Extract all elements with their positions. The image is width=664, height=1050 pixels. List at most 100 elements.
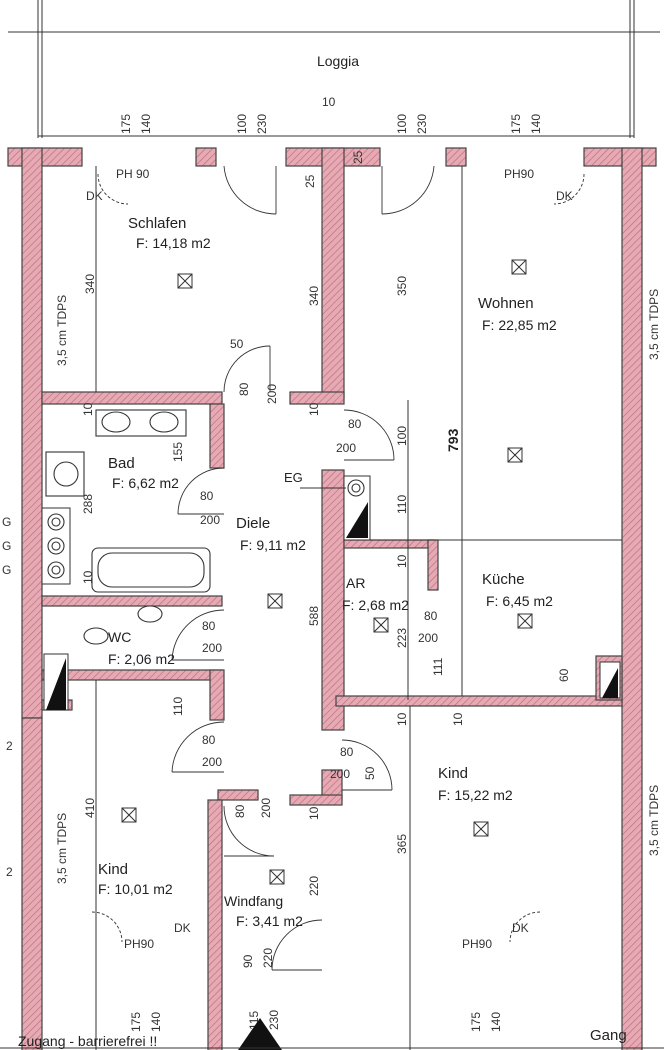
dk-label: DK xyxy=(556,189,573,203)
gas-label: G xyxy=(2,515,11,529)
dim-label: 80 xyxy=(348,417,362,431)
room-name-bad: Bad xyxy=(108,455,135,472)
dim-label: 200 xyxy=(330,767,350,781)
dim-label: 25 xyxy=(351,150,365,164)
dim-label: 175 xyxy=(509,114,523,134)
dim-label: 365 xyxy=(395,834,409,854)
dim-label: 288 xyxy=(81,494,95,514)
dim-label: 140 xyxy=(149,1012,163,1032)
dim-label: 200 xyxy=(202,641,222,655)
dim-label: 90 xyxy=(241,954,255,968)
room-area-wohnen: F: 22,85 m2 xyxy=(482,317,557,333)
walls xyxy=(7,147,657,1050)
dim-label: 10 xyxy=(81,402,95,416)
loggia: Loggia xyxy=(8,0,660,138)
room-area-kueche: F: 6,45 m2 xyxy=(486,593,553,609)
door-annotations: PH 90 DK PH90 DK PH90 DK PH90 DK xyxy=(86,167,573,951)
dim-label: 10 xyxy=(307,402,321,416)
room-name-kueche: Küche xyxy=(482,571,525,588)
dim-label: 110 xyxy=(171,697,185,716)
dim-label: 2 xyxy=(6,865,13,879)
room-name-windfang: Windfang xyxy=(224,893,283,909)
dim-label: 140 xyxy=(139,114,153,134)
room-name-wohnen: Wohnen xyxy=(478,295,534,312)
dim-label: 10 xyxy=(307,806,321,820)
doors xyxy=(91,165,585,971)
dim-label: 410 xyxy=(83,798,97,818)
dim-label: 200 xyxy=(259,798,273,818)
dim-label: 50 xyxy=(363,766,377,780)
eg-meter: EG xyxy=(284,470,365,497)
tdps-label: 3,5 cm TDPS xyxy=(55,813,69,884)
dim-label: 230 xyxy=(267,1010,281,1030)
dim-label: 80 xyxy=(237,382,251,396)
dim-label: 100 xyxy=(395,114,409,134)
dim-label: 10 xyxy=(322,95,336,109)
room-area-diele: F: 9,11 m2 xyxy=(240,537,306,553)
room-area-kind-2: F: 15,22 m2 xyxy=(438,787,513,803)
dim-label: 175 xyxy=(119,114,133,134)
dim-label: 350 xyxy=(395,276,409,296)
tdps-labels: 3,5 cm TDPS 3,5 cm TDPS 3,5 cm TDPS 3,5 … xyxy=(55,289,661,884)
dk-label: DK xyxy=(512,921,529,935)
dim-label: 200 xyxy=(265,384,279,404)
gas-label: G xyxy=(2,563,11,577)
dimensions: 175 140 100 230 10 100 230 175 140 25 25… xyxy=(6,95,571,1032)
room-area-kind-1: F: 10,01 m2 xyxy=(98,881,173,897)
dim-label: 2 xyxy=(6,739,13,753)
dim-label: 340 xyxy=(83,274,97,294)
dim-label: 220 xyxy=(307,876,321,896)
gas-label: G xyxy=(2,539,11,553)
dim-label: 200 xyxy=(336,441,356,455)
dim-label: 140 xyxy=(489,1012,503,1032)
room-labels: Schlafen F: 14,18 m2 Wohnen F: 22,85 m2 … xyxy=(98,215,557,929)
tdps-label: 3,5 cm TDPS xyxy=(647,785,661,856)
dim-label: 155 xyxy=(171,442,185,462)
dim-label: 50 xyxy=(230,337,244,351)
dk-label: DK xyxy=(174,921,191,935)
room-name-schlafen: Schlafen xyxy=(128,215,186,232)
dim-label: 100 xyxy=(395,426,409,446)
dim-label: 175 xyxy=(469,1012,483,1032)
shafts xyxy=(43,475,621,711)
dim-label: 588 xyxy=(307,606,321,626)
corridor-label: Gang xyxy=(590,1027,627,1044)
dim-label: 10 xyxy=(395,712,409,726)
dim-label: 80 xyxy=(202,619,216,633)
room-name-wc: WC xyxy=(108,629,131,645)
dim-label: 80 xyxy=(202,733,216,747)
dim-label: 223 xyxy=(395,628,409,648)
interior-lines xyxy=(95,166,622,1050)
dim-label: 230 xyxy=(255,114,269,134)
dim-label: 200 xyxy=(202,755,222,769)
room-name-diele: Diele xyxy=(236,515,270,532)
dim-label: 80 xyxy=(340,745,354,759)
dk-label: DK xyxy=(86,189,103,203)
ph90-label: PH 90 xyxy=(116,167,150,181)
dim-label: 230 xyxy=(415,114,429,134)
dim-label: 10 xyxy=(81,570,95,584)
dim-label: 111 xyxy=(431,657,445,676)
access-label: Zugang - barrierefrei !! xyxy=(18,1033,157,1049)
room-name-kind-2: Kind xyxy=(438,765,468,782)
dim-label: 10 xyxy=(395,554,409,568)
dim-label: 25 xyxy=(303,174,317,188)
dim-label: 200 xyxy=(418,631,438,645)
dim-label: 140 xyxy=(529,114,543,134)
dim-label: 340 xyxy=(307,286,321,306)
dim-label: 110 xyxy=(395,495,409,514)
room-name-ar: AR xyxy=(346,575,365,591)
dim-label: 80 xyxy=(233,804,247,818)
room-area-bad: F: 6,62 m2 xyxy=(112,475,179,491)
entrance: Zugang - barrierefrei !! Gang xyxy=(0,1018,664,1050)
light-symbols xyxy=(121,259,533,885)
room-name-kind-1: Kind xyxy=(98,861,128,878)
dim-label: 100 xyxy=(235,114,249,134)
room-area-windfang: F: 3,41 m2 xyxy=(236,913,303,929)
tdps-label: 3,5 cm TDPS xyxy=(647,289,661,360)
dim-label: 60 xyxy=(557,668,571,682)
room-area-wc: F: 2,06 m2 xyxy=(108,651,175,667)
dim-label: 80 xyxy=(424,609,438,623)
loggia-label: Loggia xyxy=(317,53,359,69)
